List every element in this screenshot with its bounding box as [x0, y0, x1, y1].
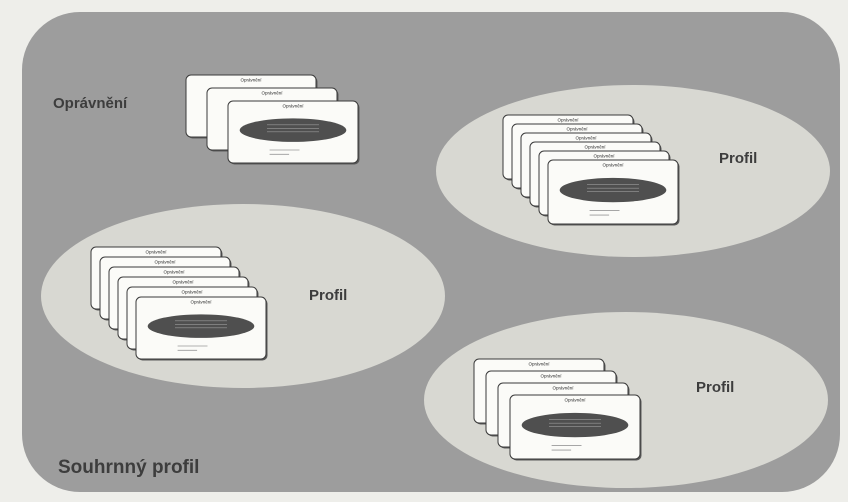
authorization-card: Oprávnění: [135, 296, 268, 361]
card-title: Oprávnění: [528, 362, 550, 367]
card-oval: [147, 314, 255, 338]
card-title: Oprávnění: [154, 260, 176, 265]
card-title: Oprávnění: [181, 290, 203, 295]
profile-label-bottom-right: Profil: [696, 379, 734, 396]
card-title: Oprávnění: [575, 136, 597, 141]
profile-label-left: Profil: [309, 287, 347, 304]
profile-label-top-right: Profil: [719, 150, 757, 167]
card-title: Oprávnění: [564, 398, 586, 403]
card-title: Oprávnění: [163, 270, 185, 275]
card-title: Oprávnění: [602, 163, 624, 168]
authorization-label: Oprávnění: [53, 95, 128, 112]
authorization-card-stack-profile-top-right: OprávněníOprávněníOprávněníOprávněníOprá…: [502, 114, 680, 226]
card-title: Oprávnění: [566, 127, 588, 132]
authorization-card: Oprávnění: [227, 100, 360, 165]
card-title: Oprávnění: [552, 386, 574, 391]
card-title: Oprávnění: [540, 374, 562, 379]
card-oval: [521, 412, 629, 438]
card-title: Oprávnění: [557, 118, 579, 123]
card-title: Oprávnění: [261, 91, 283, 96]
card-oval: [239, 118, 347, 142]
authorization-card: Oprávnění: [509, 394, 642, 461]
card-title: Oprávnění: [584, 145, 606, 150]
card-oval: [559, 177, 667, 203]
card-title: Oprávnění: [240, 78, 262, 83]
card-title: Oprávnění: [282, 104, 304, 109]
summary-profile-label: Souhrnný profil: [58, 457, 199, 478]
card-title: Oprávnění: [145, 250, 167, 255]
authorization-card: Oprávnění: [547, 159, 680, 226]
card-title: Oprávnění: [593, 154, 615, 159]
card-title: Oprávnění: [190, 300, 212, 305]
authorization-card-stack-profile-left: OprávněníOprávněníOprávněníOprávněníOprá…: [90, 246, 268, 361]
card-title: Oprávnění: [172, 280, 194, 285]
